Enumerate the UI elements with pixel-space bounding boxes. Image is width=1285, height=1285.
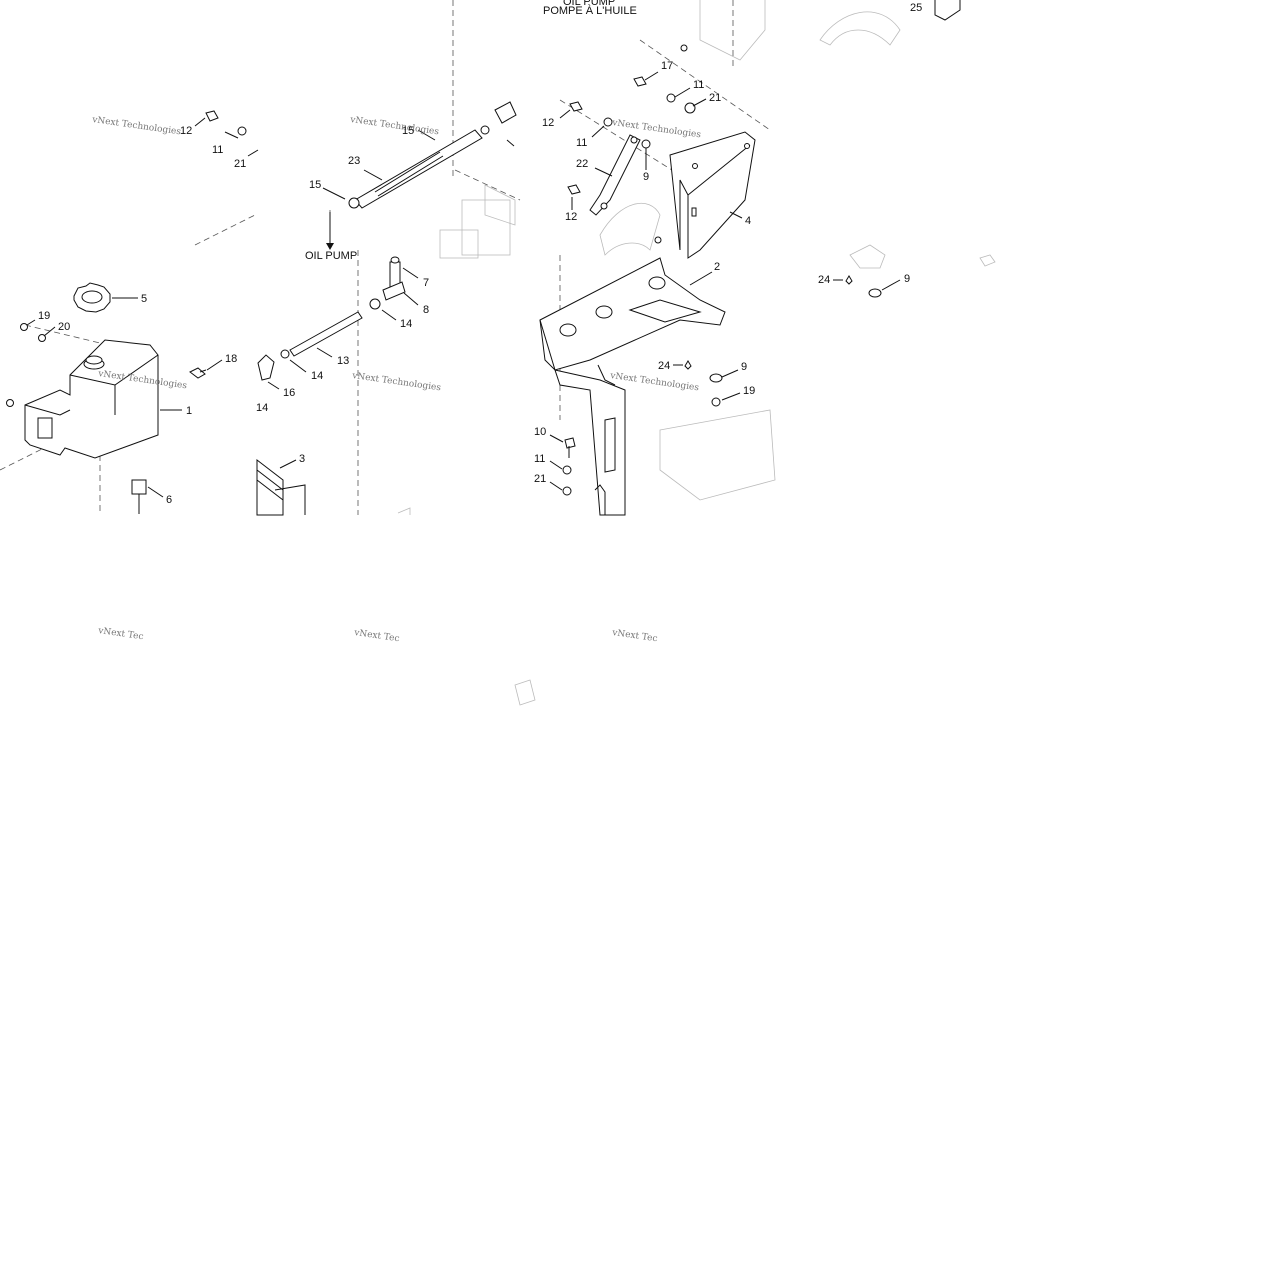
callout-21: 21 [534,473,546,485]
watermark: vNext Technologies [611,118,702,141]
section-labels: OIL PUMP POMPE À L'HUILE OIL PUMP [305,0,637,262]
callout-7: 7 [423,277,429,289]
callout-14: 14 [400,318,412,330]
drain-plug [131,479,147,514]
main-bracket-2 [539,257,726,516]
oil-hose-13 [257,311,363,381]
callout-12: 12 [542,117,554,129]
callout-24: 24 [818,274,830,286]
callout-8: 8 [423,304,429,316]
t-fitting [369,256,406,310]
callout-16: 16 [283,387,295,399]
watermark: vNext Tec [611,628,658,644]
callout-19: 19 [38,310,50,322]
callout-19: 19 [743,385,755,397]
callout-14: 14 [311,370,323,382]
callout-numbers: 25 17 11 21 12 11 21 12 11 22 9 12 4 15 … [38,2,922,506]
callout-11: 11 [576,137,587,149]
tank-cap [73,282,111,313]
callout-25: 25 [910,2,922,14]
callout-12: 12 [565,211,577,223]
watermark: vNext Technologies [351,371,442,394]
plate-4 [669,131,756,259]
bracket-22 [589,134,641,216]
callout-13: 13 [337,355,349,367]
oil-pump-label-mid: OIL PUMP [305,250,357,262]
callout-23: 23 [348,155,360,167]
part-25-bracket [934,0,961,21]
callout-10: 10 [534,426,546,438]
watermark: vNext Technologies [349,115,440,138]
callout-5: 5 [141,293,147,305]
callout-21: 21 [234,158,246,170]
callout-2: 2 [714,261,720,273]
watermark: vNext Tec [97,626,144,642]
callout-9: 9 [741,361,747,373]
callout-3: 3 [299,453,305,465]
callout-11: 11 [693,79,704,91]
bracket-3 [256,458,306,516]
callout-15: 15 [402,125,414,137]
callout-9: 9 [643,171,649,183]
watermark: vNext Technologies [91,115,182,138]
callout-11: 11 [212,144,223,156]
callout-21: 21 [709,92,721,104]
leader-lines [26,71,901,498]
callout-17: 17 [661,60,673,72]
callout-11: 11 [534,453,545,465]
background-ghost-parts [397,0,996,706]
callout-24: 24 [658,360,670,372]
fasteners [20,44,882,496]
oil-hose-23 [348,101,517,209]
callout-12: 12 [180,125,192,137]
callout-18: 18 [225,353,237,365]
oil-pump-label-top: OIL PUMP [563,0,615,8]
callout-22: 22 [576,158,588,170]
callout-4: 4 [745,215,751,227]
callout-6: 6 [166,494,172,506]
pompe-a-l-huile-label: POMPE À L'HUILE [543,4,637,17]
callout-15: 15 [309,179,321,191]
callout-20: 20 [58,321,70,333]
callout-9: 9 [904,273,910,285]
watermark: vNext Tec [353,628,400,644]
oil-tank [6,339,159,459]
callout-14: 14 [256,402,268,414]
callout-1: 1 [186,405,192,417]
